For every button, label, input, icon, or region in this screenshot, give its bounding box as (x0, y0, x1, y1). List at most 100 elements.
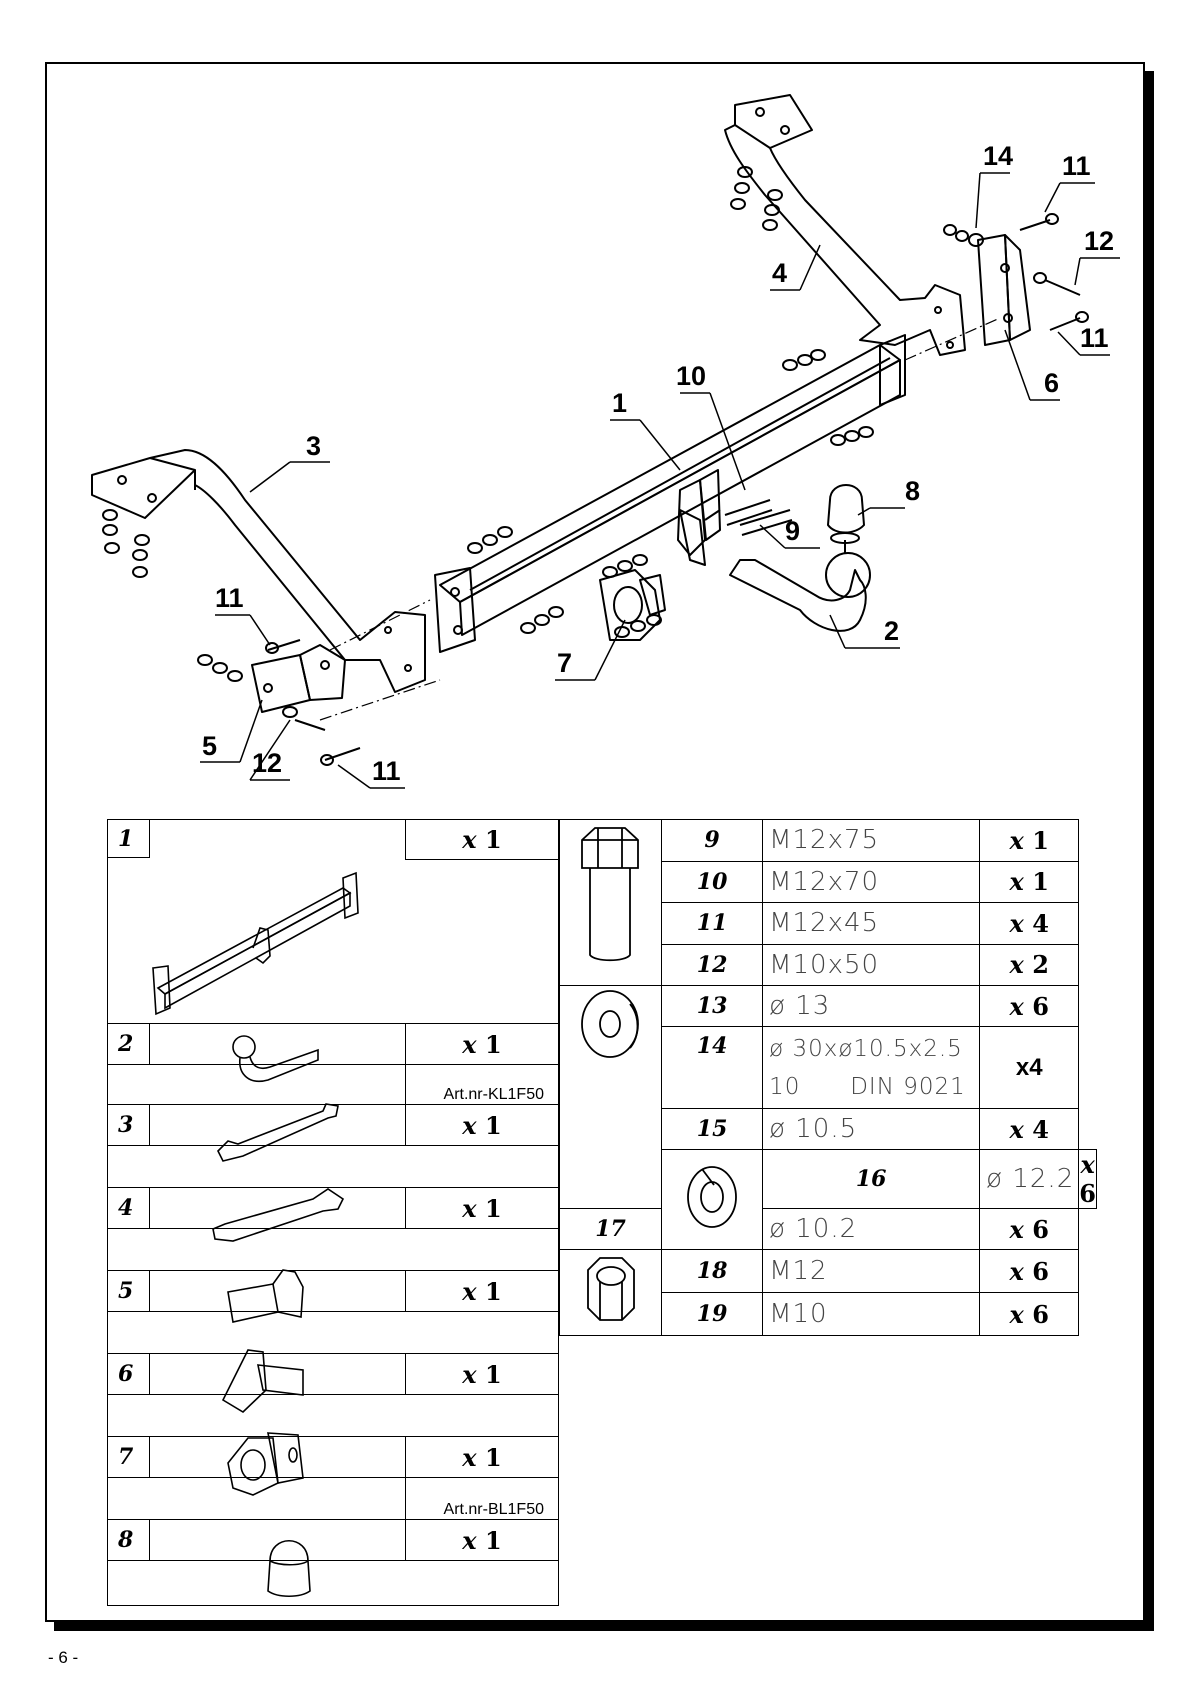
callout-2: 2 (884, 616, 899, 646)
hw-14-num: 14 (661, 1026, 764, 1109)
part-4-image (107, 1188, 559, 1271)
bolt-icon-cell (558, 819, 663, 986)
part-2-image (107, 1035, 406, 1105)
ball-cap-icon (267, 1539, 311, 1598)
washer-icon (581, 990, 639, 1058)
part-number: 2 (108, 1024, 150, 1064)
left-arm-icon (217, 1103, 339, 1162)
hw-18-num: 18 (661, 1249, 764, 1293)
socket-plate-icon (227, 1432, 304, 1496)
hw-11-num: 11 (661, 902, 764, 945)
part-3-qty: x 1 (404, 1104, 560, 1146)
part-5-image (107, 1269, 559, 1354)
callout-11-bottom: 11 (372, 756, 401, 786)
hw-9-spec: M12x75 (762, 819, 981, 862)
part-7-qty: x 1 (404, 1436, 560, 1478)
hw-14-spec: ø 30xø10.5x2.5 10 DIN 9021 (762, 1026, 981, 1109)
part-8-qty: x 1 (404, 1519, 560, 1561)
left-arm-drawing (91, 449, 426, 693)
callout-3: 3 (306, 431, 321, 461)
part-4-cell: 4 (107, 1187, 406, 1229)
hw-14-spec-line1: ø 30xø10.5x2.5 (769, 1035, 963, 1062)
hw-16-spec: ø 12.2 (979, 1149, 1080, 1209)
part-number: 1 (108, 820, 150, 858)
callout-11-top-right: 11 (1062, 151, 1091, 181)
leader-lines (200, 172, 1120, 789)
hw-13-num: 13 (661, 985, 764, 1027)
hw-15-num: 15 (661, 1108, 764, 1150)
fasteners-drawing (102, 166, 1089, 766)
part-2-artnr: Art.nr-KL1F50 (404, 1064, 560, 1105)
callout-14: 14 (983, 141, 1013, 171)
callout-1: 1 (612, 388, 627, 418)
bracket-5-drawing (251, 644, 346, 713)
part-6-image (107, 1349, 559, 1437)
part-1-qty: x 1 (404, 818, 560, 861)
callout-12-left: 12 (252, 748, 282, 778)
hw-17-spec: ø 10.2 (762, 1208, 981, 1250)
callout-11-left: 11 (215, 583, 244, 613)
callout-9: 9 (785, 516, 800, 546)
spring-washer-icon (687, 1166, 737, 1228)
right-arm-icon (212, 1188, 345, 1242)
part-7-artnr: Art.nr-BL1F50 (404, 1477, 560, 1520)
callout-8: 8 (905, 476, 920, 506)
bolts-9-10-drawing (724, 499, 793, 536)
callout-4: 4 (772, 258, 787, 288)
part-number: 3 (108, 1105, 150, 1145)
hw-14-qty: x4 (979, 1026, 1080, 1109)
part-8-cell: 8 (107, 1519, 406, 1561)
part-6-qty: x 1 (404, 1353, 560, 1395)
hw-9-qty: x 1 (979, 819, 1080, 862)
hw-12-spec: M10x50 (762, 943, 981, 986)
part-3-image (107, 1103, 559, 1188)
part-number: 4 (108, 1188, 150, 1228)
bolt-icon (581, 827, 639, 962)
part-number: 7 (108, 1437, 150, 1477)
hardware-table: 9 M12x75 x 1 10 M12x70 x 1 11 M12x45 x 4… (558, 819, 1097, 1336)
part-number: 6 (108, 1354, 150, 1394)
part-7-image (107, 1432, 406, 1520)
cross-bar-drawing (434, 334, 906, 653)
bracket-6-icon (221, 1349, 304, 1414)
callout-10: 10 (676, 361, 706, 391)
part-8-image (107, 1539, 559, 1606)
hw-10-qty: x 1 (979, 860, 1080, 903)
right-arm-drawing (724, 94, 966, 356)
hw-12-num: 12 (661, 943, 764, 986)
callout-11-right: 11 (1080, 323, 1109, 353)
part-5-qty: x 1 (404, 1270, 560, 1312)
hw-15-qty: x 4 (979, 1108, 1080, 1150)
hw-9-num: 9 (661, 819, 764, 862)
part-2-cell: 2 (107, 1023, 406, 1065)
hw-19-qty: x 6 (979, 1292, 1080, 1336)
hw-11-qty: x 4 (979, 902, 1080, 945)
spring-washer-icon-cell (661, 1149, 764, 1250)
part-6-cell: 6 (107, 1353, 406, 1395)
hw-14-spec-line2: 10 DIN 9021 (769, 1073, 966, 1100)
hw-15-spec: ø 10.5 (762, 1108, 981, 1150)
axis-lines (319, 317, 1001, 721)
hw-10-spec: M12x70 (762, 860, 981, 903)
callout-6: 6 (1044, 368, 1059, 398)
bracket-6-drawing (977, 234, 1031, 346)
hw-13-qty: x 6 (979, 985, 1080, 1027)
part-7-cell: 7 (107, 1436, 406, 1478)
washer-icon-cell (558, 985, 663, 1209)
ball-cap-drawing (827, 484, 865, 534)
hw-18-spec: M12 (762, 1249, 981, 1293)
hw-19-spec: M10 (762, 1292, 981, 1336)
hw-12-qty: x 2 (979, 943, 1080, 986)
callout-7: 7 (557, 648, 572, 678)
parts-table: 1 x 1 2 x 1 (107, 818, 560, 1606)
part-1-cell: 1 (107, 819, 406, 1024)
part-number: 8 (108, 1520, 150, 1560)
hw-17-num: 17 (558, 1208, 663, 1250)
assembly-drawing: 1 2 3 4 5 6 7 8 9 10 11 11 11 11 12 12 1… (91, 94, 1120, 789)
hw-18-qty: x 6 (979, 1249, 1080, 1293)
hw-10-num: 10 (661, 860, 764, 903)
crossbar-icon (152, 871, 359, 1016)
part-3-cell: 3 (107, 1104, 406, 1146)
nut-icon (587, 1257, 635, 1321)
part-4-qty: x 1 (404, 1187, 560, 1229)
